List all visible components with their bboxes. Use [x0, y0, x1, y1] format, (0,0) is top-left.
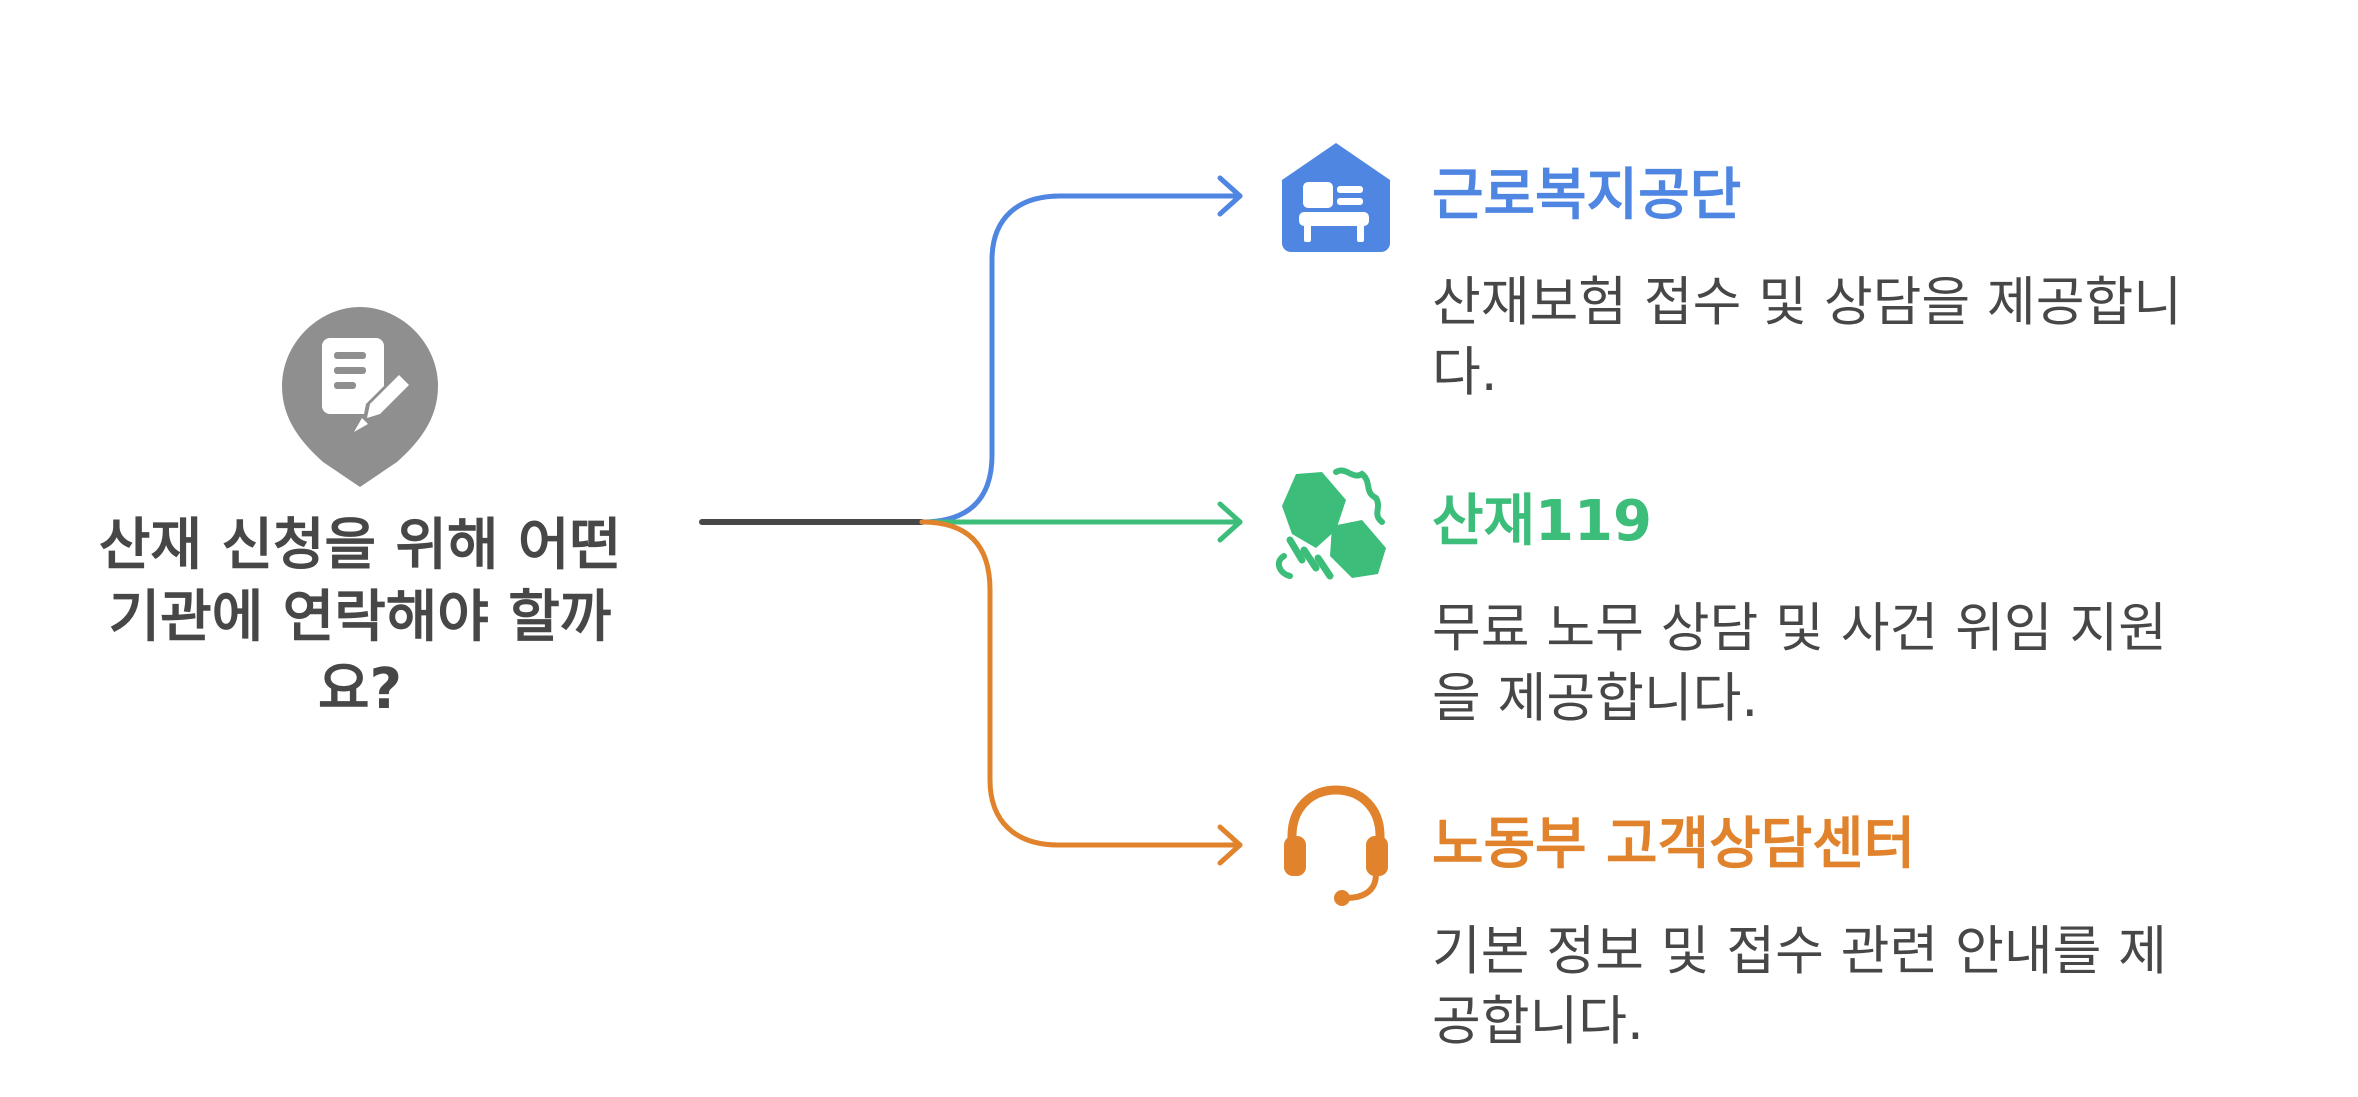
desc-line: 다. [1432, 342, 1498, 403]
desc-line: 기본 정보 및 접수 관련 안내를 제 [1432, 921, 2167, 982]
question-line: 요? [317, 657, 402, 722]
branch-desc-blue: 산재보험 접수 및 상담을 제공합니 다. [1432, 268, 2182, 408]
desc-line: 무료 노무 상담 및 사건 위임 지원 [1432, 598, 2167, 659]
branch-connector-orange [919, 519, 1243, 866]
headset-icon [1284, 785, 1388, 906]
question-line: 산재 신청을 위해 어떤 [98, 513, 622, 578]
question-line: 기관에 연락해야 할까 [108, 585, 612, 650]
branch-connector-blue [919, 175, 1243, 525]
document-pencil-pin-icon [282, 307, 438, 487]
branch-connector-green [919, 501, 1243, 543]
desc-line: 을 제공합니다. [1432, 668, 1759, 729]
house-furniture-icon [1282, 143, 1390, 252]
desc-line: 산재보험 접수 및 상담을 제공합니 [1432, 272, 2183, 333]
branch-title-green: 산재119 [1432, 489, 1652, 554]
handshake-icon [1275, 467, 1386, 580]
desc-line: 공합니다. [1432, 991, 1644, 1052]
branch-title-orange: 노동부 고객상담센터 [1432, 812, 1916, 877]
branch-title-blue: 근로복지공단 [1432, 163, 1742, 228]
branch-desc-green: 무료 노무 상담 및 사건 위임 지원 을 제공합니다. [1432, 594, 2167, 734]
question-box: 산재 신청을 위해 어떤 기관에 연락해야 할까 요? [40, 510, 680, 726]
branch-desc-orange: 기본 정보 및 접수 관련 안내를 제 공합니다. [1432, 917, 2167, 1057]
